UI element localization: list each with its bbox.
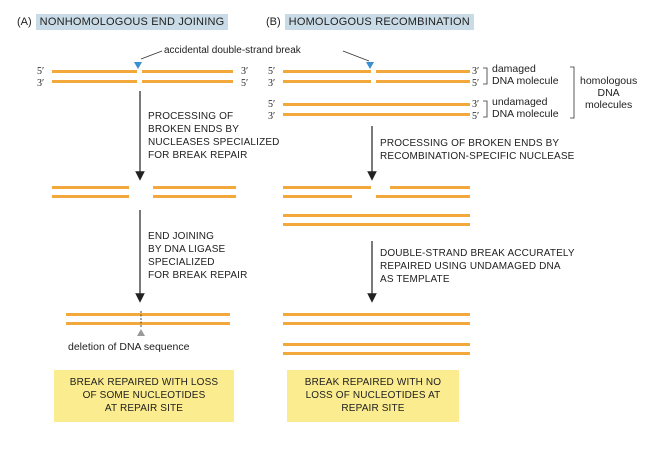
- end-label: 3′: [241, 66, 249, 77]
- strand: [52, 186, 129, 189]
- break-label-leader-left: [140, 50, 163, 60]
- end-label: 3′: [268, 78, 276, 89]
- panel-b-step1-caption: PROCESSING OF BROKEN ENDS BY RECOMBINATI…: [380, 138, 575, 162]
- end-label: 5′: [472, 111, 480, 122]
- strand: [376, 195, 470, 198]
- strand: [142, 80, 233, 83]
- strand: [283, 352, 470, 355]
- panel-a-broken-dna: [52, 70, 233, 83]
- end-label: 5′: [268, 99, 276, 110]
- end-label: 3′: [268, 111, 276, 122]
- strand: [52, 80, 137, 83]
- end-label: 3′: [37, 78, 45, 89]
- strand: [283, 223, 470, 226]
- end-label: 5′: [472, 78, 480, 89]
- strand: [52, 70, 137, 73]
- panel-a-letter: (A): [17, 16, 32, 28]
- panel-a-result-box: BREAK REPAIRED WITH LOSS OF SOME NUCLEOT…: [54, 370, 234, 422]
- strand: [390, 186, 470, 189]
- break-label-leader-right: [342, 50, 370, 62]
- end-label: 3′: [472, 99, 480, 110]
- strand: [283, 343, 470, 346]
- strand: [376, 80, 470, 83]
- panel-b-processed-dna: [283, 186, 470, 226]
- strand: [376, 70, 470, 73]
- break-marker: [366, 62, 374, 69]
- panel-b-damaged-dna: [283, 70, 470, 83]
- break-marker: [134, 62, 142, 69]
- panel-b-letter: (B): [266, 16, 281, 28]
- strand: [66, 322, 230, 325]
- panel-a-step2-caption: END JOINING BY DNA LIGASE SPECIALIZED FO…: [148, 231, 248, 281]
- panel-a-step1-caption: PROCESSING OF BROKEN ENDS BY NUCLEASES S…: [148, 111, 280, 161]
- strand: [283, 103, 470, 106]
- homologous-label: homologous DNA molecules: [580, 75, 638, 111]
- panel-a-processed-dna: [52, 186, 236, 198]
- break-label: accidental double-strand break: [164, 45, 301, 56]
- damaged-bracket: [483, 67, 488, 85]
- panel-b-result-box: BREAK REPAIRED WITH NO LOSS OF NUCLEOTID…: [287, 370, 459, 422]
- strand: [283, 214, 470, 217]
- panel-b-undamaged-dna: [283, 103, 470, 116]
- strand: [283, 186, 371, 189]
- strand: [283, 80, 371, 83]
- deletion-marker: [137, 329, 145, 336]
- strand: [283, 70, 371, 73]
- strand: [153, 186, 236, 189]
- panel-a-header: (A)NONHOMOLOGOUS END JOINING: [17, 14, 229, 30]
- strand: [283, 313, 470, 316]
- damaged-label: damaged DNA molecule: [492, 63, 559, 87]
- end-label: 5′: [241, 78, 249, 89]
- strand: [153, 195, 236, 198]
- end-label: 5′: [268, 66, 276, 77]
- panel-b-step2-caption: DOUBLE-STRAND BREAK ACCURATELY REPAIRED …: [380, 248, 575, 285]
- strand: [142, 70, 233, 73]
- homologous-bracket: [570, 66, 575, 119]
- strand: [66, 313, 230, 316]
- panel-a-title: NONHOMOLOGOUS END JOINING: [35, 14, 229, 30]
- end-label: 5′: [37, 66, 45, 77]
- undamaged-label: undamaged DNA molecule: [492, 96, 559, 120]
- deletion-label: deletion of DNA sequence: [68, 341, 190, 353]
- panel-b-title: HOMOLOGOUS RECOMBINATION: [284, 14, 474, 30]
- end-label: 3′: [472, 66, 480, 77]
- panel-b-repaired-dna: [283, 313, 470, 355]
- strand: [283, 322, 470, 325]
- panel-a-joined-dna: [66, 311, 230, 327]
- panel-b-header: (B)HOMOLOGOUS RECOMBINATION: [266, 14, 474, 30]
- strand: [52, 195, 129, 198]
- strand: [283, 113, 470, 116]
- strand: [283, 195, 352, 198]
- undamaged-bracket: [483, 100, 488, 118]
